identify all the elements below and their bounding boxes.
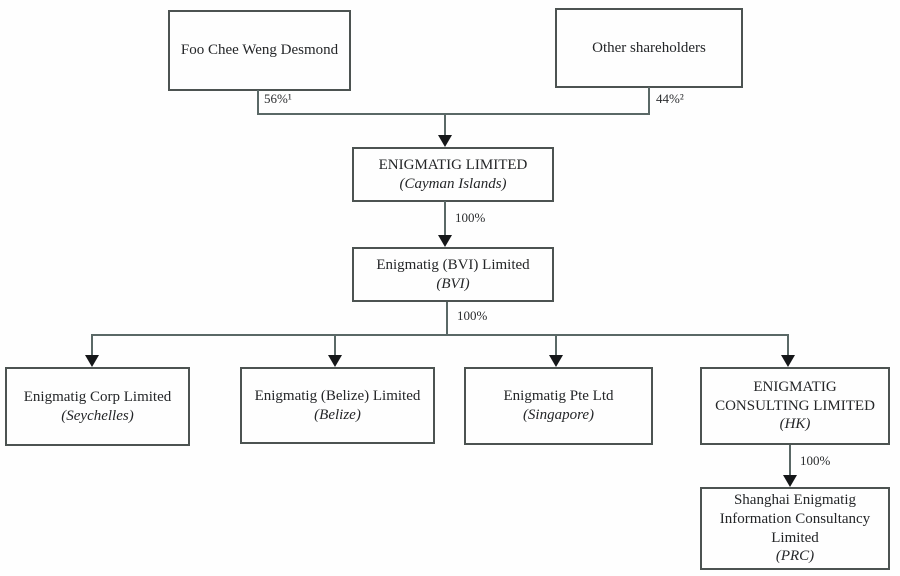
connector-to-seychelles [91, 334, 93, 357]
node-label: Foo Chee Weng Desmond [180, 42, 339, 59]
edge-label-100pct-hk-prc: 100% [800, 453, 831, 468]
node-jurisdiction: (Belize) [314, 406, 361, 423]
node-foo-chee-weng-desmond: Foo Chee Weng Desmond [168, 10, 351, 91]
node-enigmatig-corp-limited-seychelles: Enigmatig Corp Limited (Seychelles) [5, 367, 190, 446]
node-label: Shanghai Enigmatig Information Consultan… [719, 492, 871, 546]
connector-bvi-drop [446, 302, 448, 336]
node-jurisdiction: (Cayman Islands) [399, 175, 507, 192]
connector-to-cayman [444, 113, 446, 137]
connector-hk-to-prc [789, 445, 791, 477]
edge-label-44pct: 44%² [656, 91, 684, 106]
connector-foo-drop [257, 90, 259, 115]
node-enigmatig-belize-limited: Enigmatig (Belize) Limited (Belize) [240, 367, 435, 444]
node-jurisdiction: (Singapore) [522, 407, 595, 423]
connector-cayman-to-bvi [444, 201, 446, 237]
node-jurisdiction: (PRC) [775, 548, 815, 565]
node-jurisdiction: (Seychelles) [61, 407, 134, 424]
arrow-down-icon [549, 355, 563, 367]
arrow-down-icon [85, 355, 99, 367]
edge-label-56pct: 56%¹ [264, 91, 292, 106]
arrow-down-icon [438, 235, 452, 247]
node-enigmatig-pte-ltd-singapore: Enigmatig Pte Ltd (Singapore) [464, 367, 653, 445]
arrow-down-icon [328, 355, 342, 367]
node-enigmatig-consulting-limited-hk: ENIGMATIG CONSULTING LIMITED (HK) [700, 367, 890, 445]
connector-to-singapore [555, 334, 557, 357]
node-label: Enigmatig (BVI) Limited [376, 256, 530, 273]
connector-to-belize [334, 334, 336, 357]
arrow-down-icon [438, 135, 452, 147]
edge-label-100pct-bvi-subs: 100% [457, 308, 488, 323]
node-jurisdiction: (HK) [779, 416, 811, 433]
node-other-shareholders: Other shareholders [555, 8, 743, 88]
node-label: Other shareholders [592, 39, 706, 56]
connector-other-drop [648, 87, 650, 115]
node-label: Enigmatig Pte Ltd [503, 388, 614, 405]
arrow-down-icon [781, 355, 795, 367]
arrow-down-icon [783, 475, 797, 487]
node-label: ENIGMATIG CONSULTING LIMITED [715, 378, 875, 414]
node-label: ENIGMATIG LIMITED [378, 156, 528, 173]
node-label: Enigmatig Corp Limited [23, 388, 172, 405]
node-shanghai-enigmatig-prc: Shanghai Enigmatig Information Consultan… [700, 487, 890, 570]
node-jurisdiction: (BVI) [436, 275, 470, 292]
connector-to-hk [787, 334, 789, 357]
node-enigmatig-bvi-limited: Enigmatig (BVI) Limited (BVI) [352, 247, 554, 302]
node-label: Enigmatig (Belize) Limited [254, 387, 421, 404]
node-enigmatig-limited-cayman: ENIGMATIG LIMITED (Cayman Islands) [352, 147, 554, 202]
edge-label-100pct-cayman-bvi: 100% [455, 210, 486, 225]
connector-shareholders-join [257, 113, 650, 115]
connector-subsidiaries-rail [91, 334, 789, 336]
